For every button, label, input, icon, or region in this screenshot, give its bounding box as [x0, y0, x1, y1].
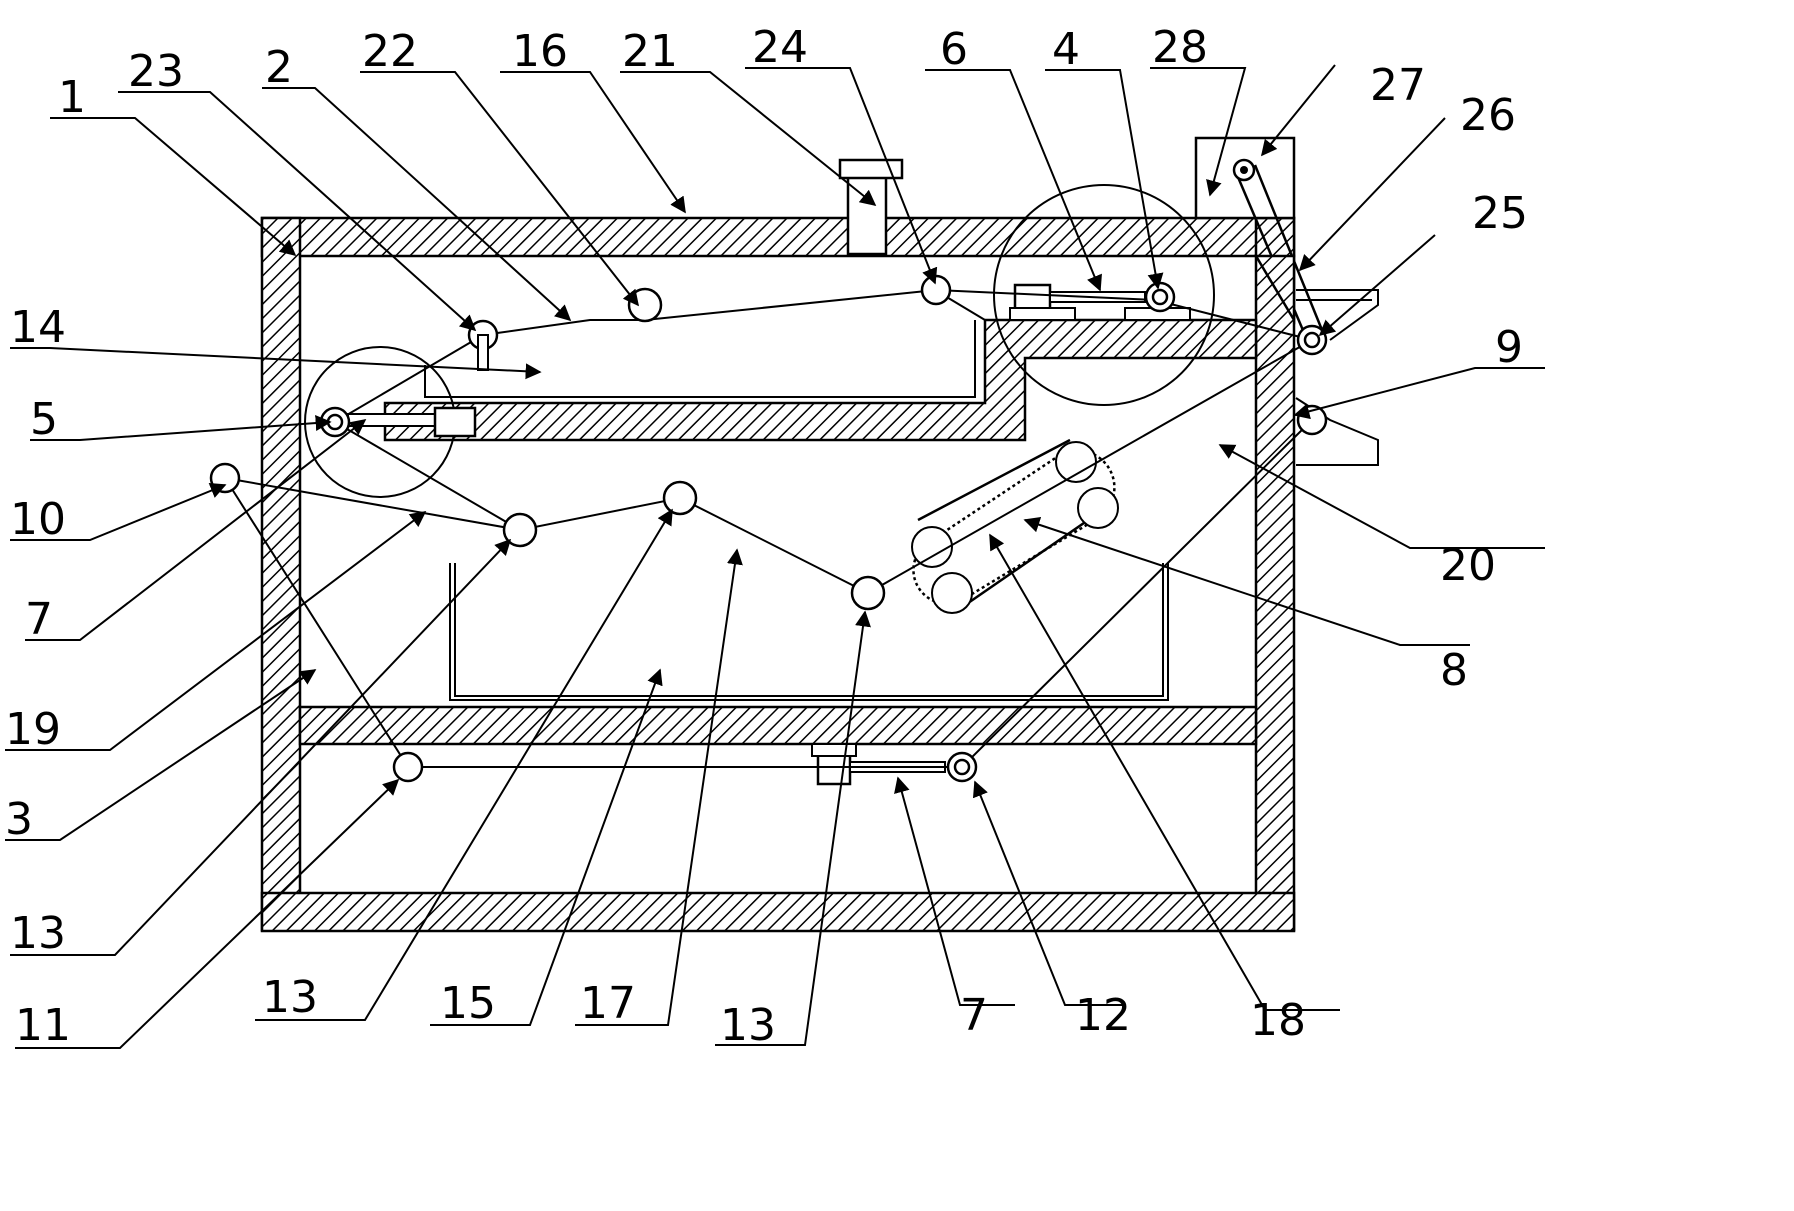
roller-10 [209, 462, 241, 494]
roller-24 [920, 274, 952, 306]
trough-14 [424, 320, 976, 398]
roller-11 [392, 751, 424, 783]
label-6: 6 [940, 24, 968, 75]
label-5: 5 [30, 394, 58, 445]
label-12: 12 [1075, 990, 1131, 1041]
bracket-25 [1295, 289, 1379, 466]
label-16: 16 [512, 26, 568, 77]
sprocket-conveyor [911, 438, 1119, 614]
roller-13c [850, 575, 886, 611]
label-22: 22 [362, 26, 418, 77]
label-9: 9 [1495, 322, 1523, 373]
label-25: 25 [1472, 188, 1528, 239]
label-13-right: 13 [720, 1000, 776, 1051]
label-7-upper: 7 [25, 594, 53, 645]
label-8: 8 [1440, 645, 1468, 696]
label-13-mid: 13 [262, 972, 318, 1023]
label-10: 10 [10, 494, 66, 545]
label-24: 24 [752, 22, 808, 73]
number-labels: 1 23 2 22 16 21 24 6 4 28 27 26 25 14 5 … [5, 22, 1528, 1051]
leader-lines [5, 64, 1545, 1049]
slope-26 [1253, 254, 1296, 325]
middle-partition [298, 705, 1258, 746]
detail-circle-right [993, 184, 1215, 406]
label-15: 15 [440, 978, 496, 1029]
lower-tank [449, 563, 1169, 701]
label-21: 21 [622, 26, 678, 77]
label-14: 14 [10, 302, 66, 353]
label-13-left: 13 [10, 908, 66, 959]
label-1: 1 [58, 72, 86, 123]
label-4: 4 [1052, 24, 1080, 75]
label-26: 26 [1460, 90, 1516, 141]
upper-shelf [383, 318, 1258, 442]
label-2: 2 [265, 42, 293, 93]
cylinder-7-lower [811, 743, 946, 786]
label-11: 11 [15, 1000, 71, 1051]
label-19: 19 [5, 704, 61, 755]
label-27: 27 [1370, 60, 1426, 111]
label-23: 23 [128, 46, 184, 97]
patent-diagram: 1 23 2 22 16 21 24 6 4 28 27 26 25 14 5 … [5, 22, 1545, 1051]
label-20: 20 [1440, 540, 1496, 591]
label-17: 17 [580, 978, 636, 1029]
label-18: 18 [1250, 995, 1306, 1046]
roller-22 [627, 287, 663, 323]
label-28: 28 [1152, 22, 1208, 73]
roller-13b [662, 480, 698, 516]
label-3: 3 [5, 794, 33, 845]
label-7-lower: 7 [960, 990, 988, 1041]
roller-13a [502, 512, 538, 548]
